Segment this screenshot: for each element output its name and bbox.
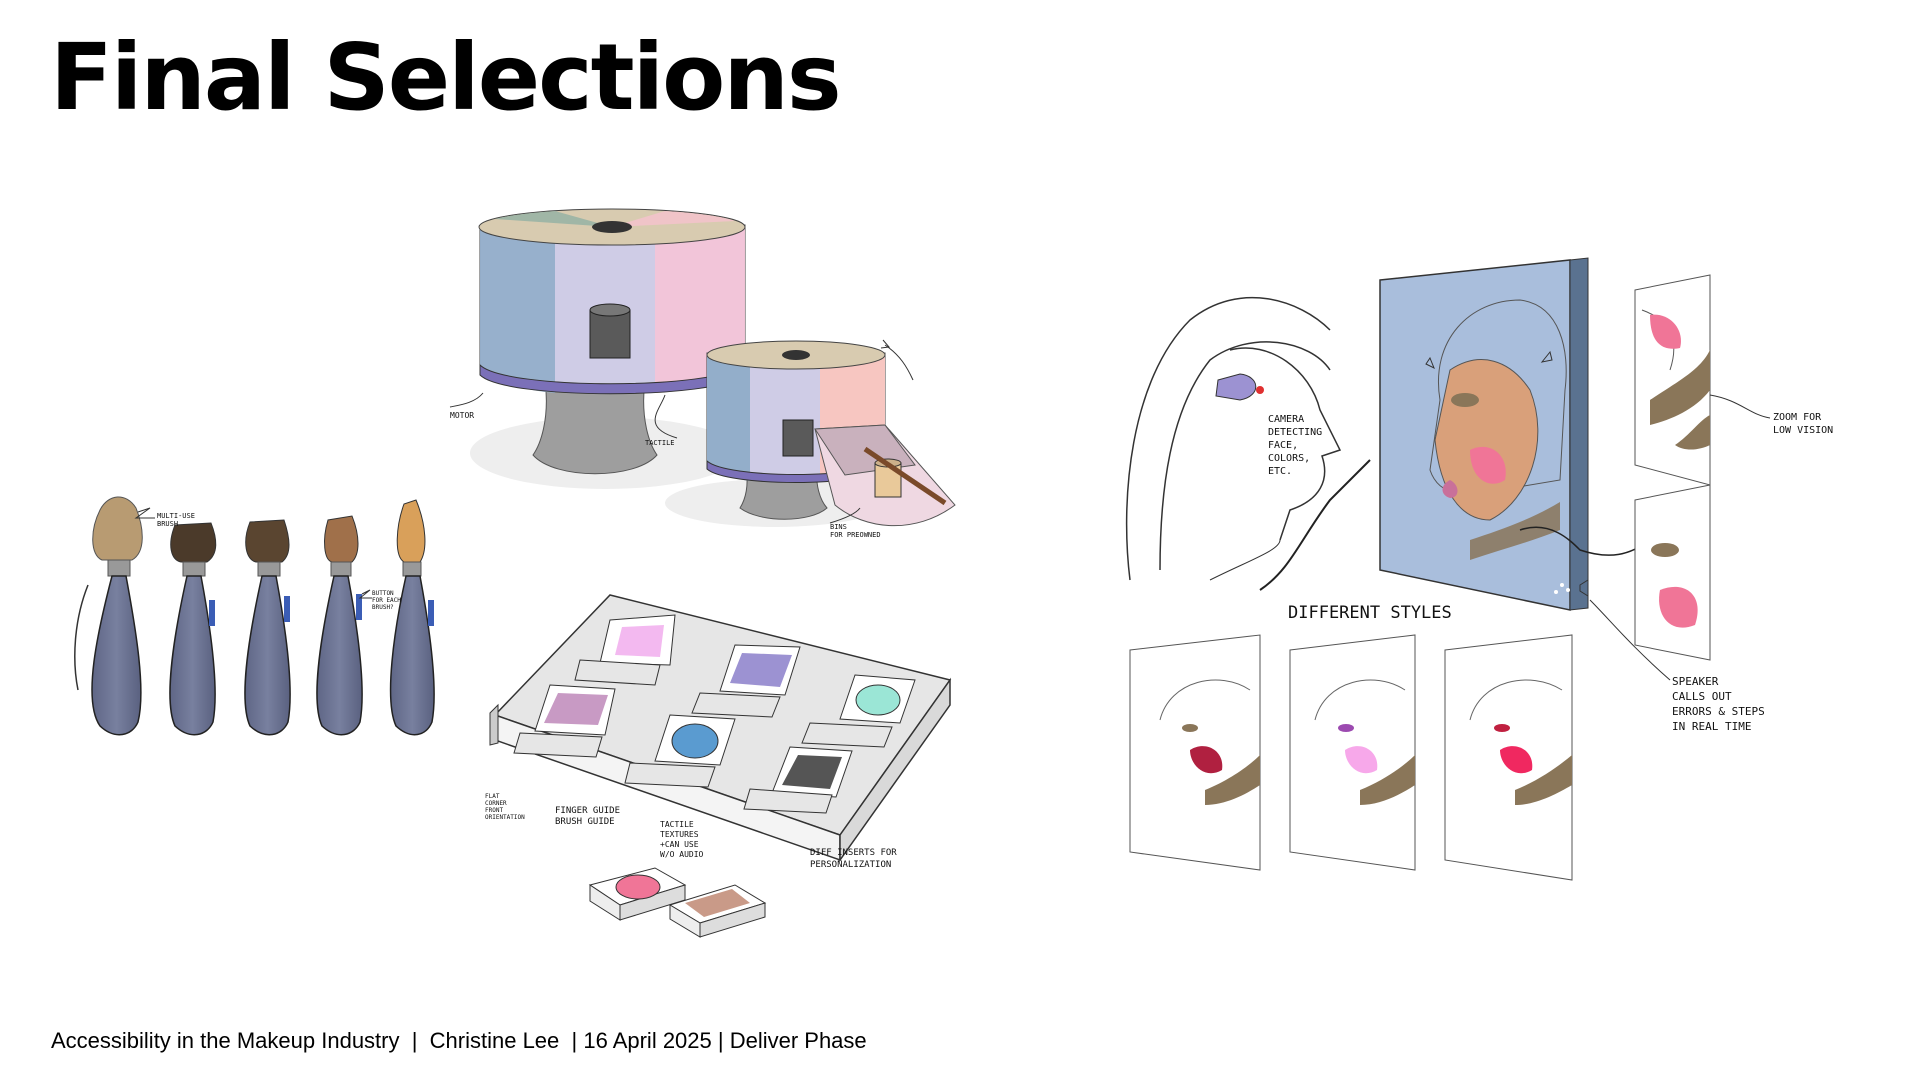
- rotate-arrow-icon: [74, 584, 89, 691]
- label-tactile: TACTILE: [645, 439, 675, 447]
- palette-pan-mauve: [513, 684, 616, 758]
- insert-tan: [668, 884, 767, 938]
- label-diff-inserts: DIFF INSERTS FOR PERSONALIZATION: [810, 848, 902, 870]
- label-bins: BINS FOR PREOWNED: [830, 523, 881, 539]
- label-button-per-brush: BUTTON FOR EACH BRUSH?: [372, 590, 405, 611]
- palette-pan-teal: [801, 674, 916, 748]
- palette-pan-lilac: [691, 644, 801, 718]
- brush-1: [91, 496, 143, 736]
- label-camera: CAMERA DETECTING FACE, COLORS, ETC.: [1268, 414, 1328, 477]
- preowned-bin: [814, 424, 956, 527]
- user-profile-sketch: [1125, 296, 1342, 581]
- label-multi-use-brush: MULTI-USE BRUSH: [157, 512, 199, 528]
- style-mirror-3: [1444, 634, 1573, 881]
- smart-mirror-sketch: CAMERA DETECTING FACE, COLORS, ETC.: [1125, 257, 1833, 881]
- palette-pan-empty: [743, 746, 853, 814]
- large-carousel-unit: [478, 208, 746, 395]
- label-motor: MOTOR: [450, 411, 474, 420]
- label-speaker: SPEAKER CALLS OUT ERRORS & STEPS IN REAL…: [1672, 675, 1771, 733]
- zoom-mirror-top: [1634, 274, 1711, 486]
- main-mirror: [1379, 257, 1589, 611]
- brush-set-sketch: MULTI-USE BRUSH BUTTON FOR EACH BRUSH?: [74, 496, 435, 736]
- style-mirror-2: [1289, 634, 1416, 871]
- style-mirror-1: [1129, 634, 1261, 871]
- zoom-mirror-bottom: [1634, 484, 1711, 661]
- label-zoom-low-vision: ZOOM FOR LOW VISION: [1773, 412, 1833, 436]
- label-finger-guide: FINGER GUIDE BRUSH GUIDE: [555, 806, 625, 827]
- label-flat-corner: FLAT CORNER FRONT ORIENTATION: [485, 793, 525, 821]
- insert-pink: [588, 867, 687, 921]
- speaker-icon: [1554, 579, 1589, 597]
- label-tactile-textures: TACTILE TEXTURES +CAN USE W/O AUDIO: [660, 820, 704, 859]
- brush-2: [169, 522, 217, 736]
- brush-5: [389, 499, 435, 736]
- brush-3: [244, 519, 291, 736]
- palette-pan-pink: [574, 614, 676, 686]
- brush-4: [316, 515, 363, 736]
- palette-sketch: FLAT CORNER FRONT ORIENTATION FINGER GUI…: [485, 594, 952, 938]
- slide-footer: Accessibility in the Makeup Industry | C…: [51, 1028, 867, 1053]
- slide-title: Final Selections: [50, 24, 842, 131]
- label-different-styles: DIFFERENT STYLES: [1288, 603, 1452, 623]
- carousel-sketch: MOTOR TACTILE BINS FOR PREOWNED: [449, 208, 956, 539]
- palette-pan-blue: [624, 714, 736, 788]
